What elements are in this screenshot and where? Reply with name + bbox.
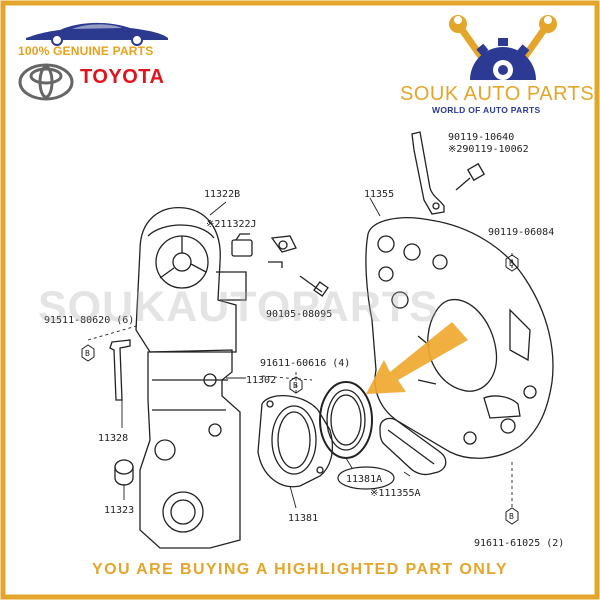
part-11381A-oil-seal: [319, 381, 373, 459]
bolt-markers: B B B B: [81, 254, 519, 525]
marker-b: B: [81, 344, 95, 362]
part-11302: [139, 349, 241, 549]
bolt-90105: [299, 275, 329, 297]
shop-logo: [449, 15, 557, 80]
marker-b: B: [289, 376, 303, 394]
toyota-logo-icon: [18, 63, 74, 101]
clip-part: [268, 235, 297, 268]
part-11322B: [135, 207, 247, 353]
genuine-parts-text: 100% GENUINE PARTS: [18, 44, 154, 58]
wrench-icon: [449, 15, 557, 62]
label-11355A: ※111355A: [370, 488, 421, 499]
shop-tagline: WORLD OF AUTO PARTS: [432, 105, 541, 115]
marker-b: B: [505, 254, 519, 272]
label-11381A: 11381A: [346, 474, 382, 485]
label-90119-06084: 90119-06084: [488, 227, 554, 238]
part-11323: [114, 459, 134, 486]
highlight-arrow: [366, 322, 468, 394]
label-11322J: ※211322J: [206, 219, 257, 230]
shop-name: SOUK AUTO PARTS: [400, 83, 595, 105]
footer-notice: YOU ARE BUYING A HIGHLIGHTED PART ONLY: [92, 561, 508, 578]
brand-name: TOYOTA: [80, 66, 165, 88]
svg-text:B: B: [509, 512, 514, 521]
svg-text:B: B: [293, 381, 298, 390]
marker-b: B: [505, 507, 519, 525]
label-11328: 11328: [98, 433, 128, 444]
car-silhouette-icon: [26, 22, 168, 46]
part-11328: [109, 339, 131, 401]
label-90119-10640: 90119-10640: [448, 132, 514, 143]
label-11381: 11381: [288, 513, 318, 524]
label-90105-08095: 90105-08095: [266, 309, 332, 320]
part-11381: [257, 394, 334, 488]
highlighted-part-callout: [337, 466, 395, 490]
svg-text:B: B: [509, 259, 514, 268]
gear-icon: [470, 38, 536, 80]
label-91511-80620: 91511-80620 (6): [44, 315, 134, 326]
label-11302: 11302: [246, 375, 276, 386]
label-91611-61025: 91611-61025 (2): [474, 538, 564, 549]
part-11355A: [379, 417, 447, 476]
label-91611-60616: 91611-60616 (4): [260, 358, 350, 369]
watermark: SOUKAUTOPARTS: [38, 283, 439, 331]
bolt-90119-10062: [455, 162, 486, 191]
svg-text:B: B: [85, 349, 90, 358]
label-11323: 11323: [104, 505, 134, 516]
bracket-90119: [411, 131, 445, 215]
label-11355: 11355: [364, 189, 394, 200]
part-11355: [365, 217, 554, 459]
part-11322J: [231, 233, 253, 257]
label-90119-10062: ※290119-10062: [448, 144, 529, 155]
label-11322B: 11322B: [204, 189, 240, 200]
